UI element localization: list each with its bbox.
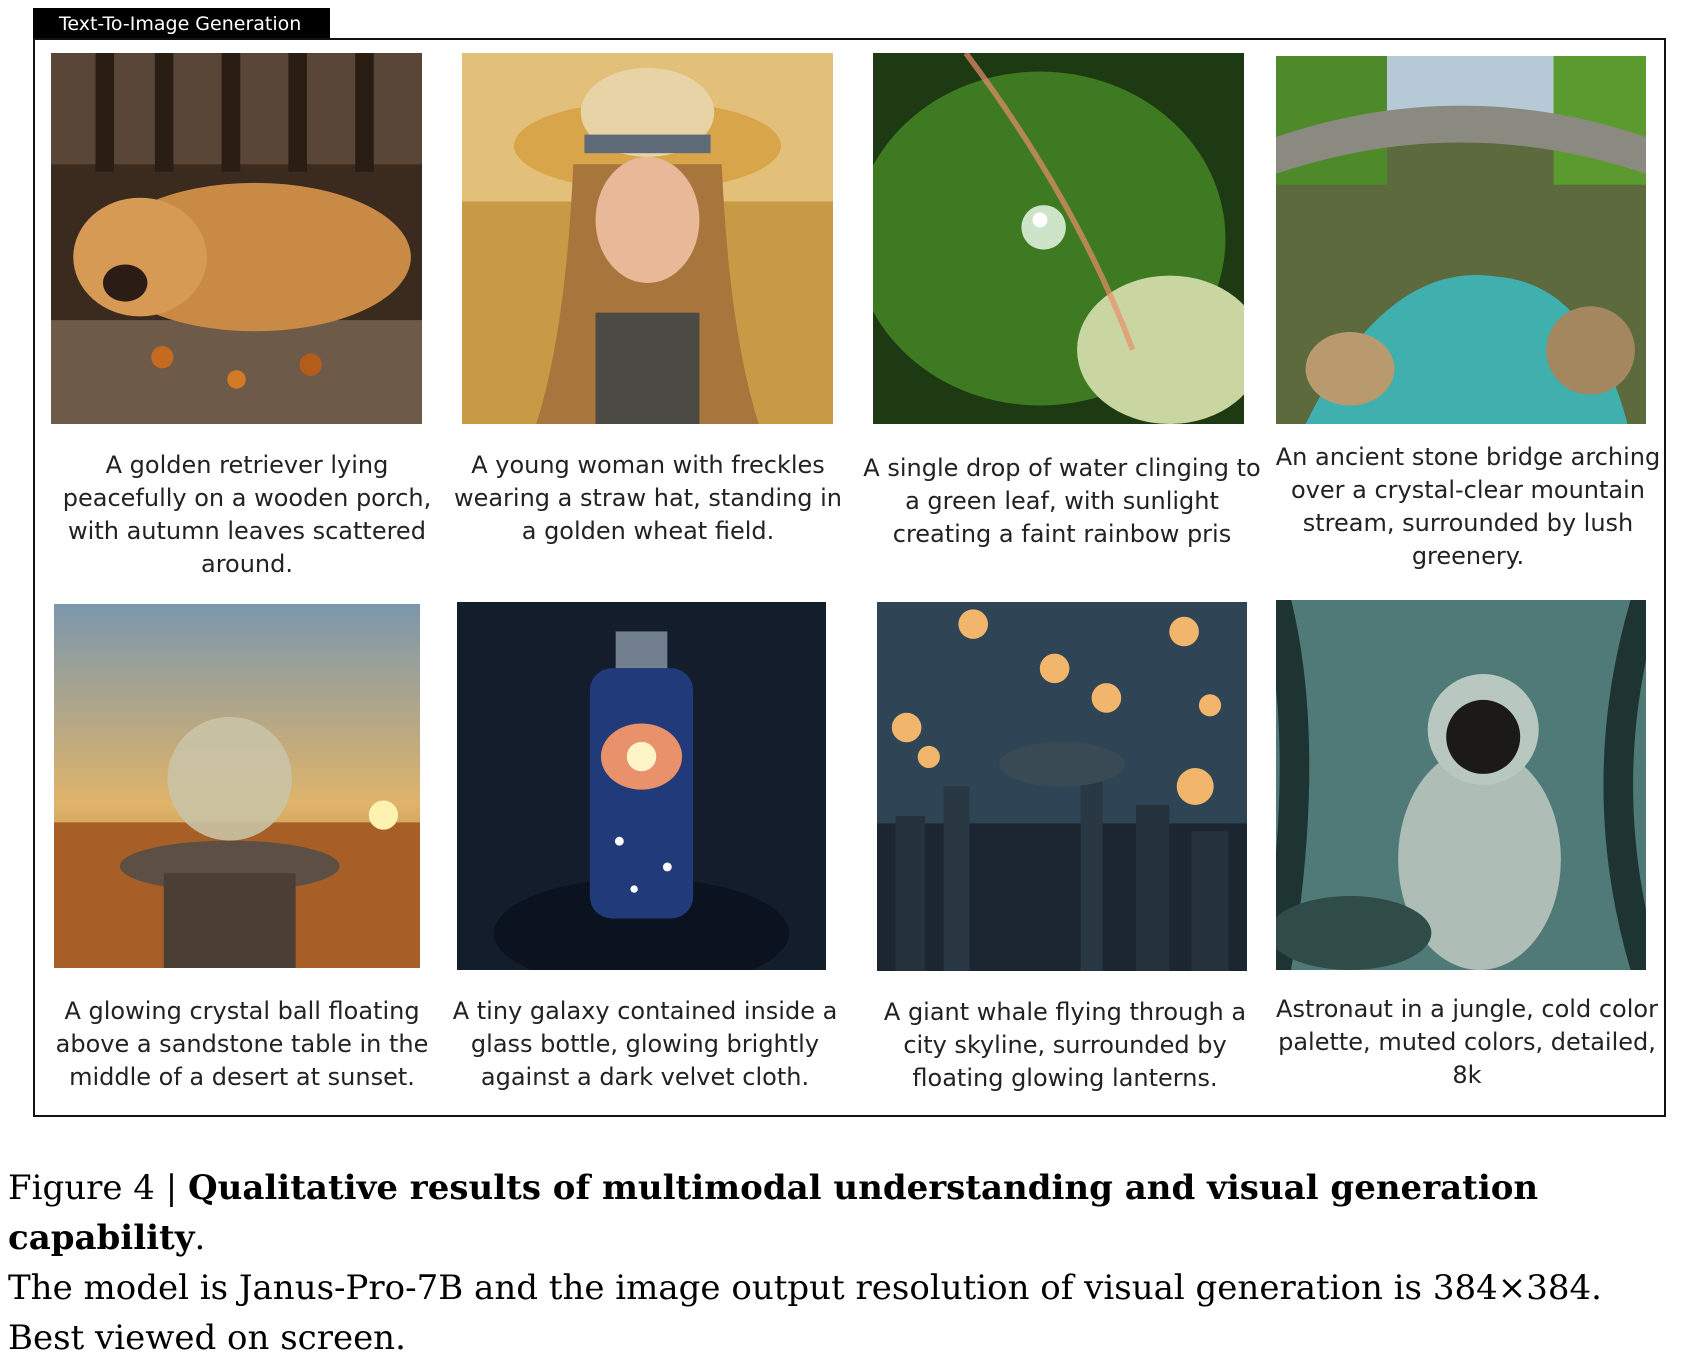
section-tab-label: Text-To-Image Generation <box>33 8 330 40</box>
figure-caption: Figure 4 | Qualitative results of multim… <box>8 1163 1688 1363</box>
image-caption: An ancient stone bridge arching over a c… <box>1275 443 1661 570</box>
galaxy-bottle-image <box>457 602 826 970</box>
water-drop-leaf-image <box>873 53 1244 424</box>
figure-caption-line-2: The model is Janus-Pro-7B and the image … <box>8 1268 1602 1308</box>
crystal-ball-desert-image <box>54 604 420 968</box>
generation-panel-frame <box>33 38 1666 1117</box>
woman-straw-hat-image <box>462 53 833 424</box>
image-caption: A young woman with freckles wearing a st… <box>453 451 843 545</box>
stone-bridge-image <box>1276 56 1646 424</box>
image-caption: A glowing crystal ball floating above a … <box>55 997 429 1091</box>
figure-caption-line-3: Best viewed on screen. <box>8 1318 406 1358</box>
astronaut-jungle-image <box>1276 600 1646 970</box>
figure-title: Qualitative results of multimodal unders… <box>8 1168 1539 1258</box>
image-caption: Astronaut in a jungle, cold color palett… <box>1276 995 1658 1089</box>
whale-city-lanterns-image <box>877 602 1247 971</box>
figure-label: Figure 4 | <box>8 1168 189 1208</box>
golden-retriever-image <box>51 53 422 424</box>
image-caption: A giant whale flying through a city skyl… <box>883 998 1247 1092</box>
image-caption: A golden retriever lying peacefully on a… <box>62 451 432 578</box>
image-caption: A single drop of water clinging to a gre… <box>863 454 1261 548</box>
figure-title-period: . <box>194 1218 206 1258</box>
image-caption: A tiny galaxy contained inside a glass b… <box>452 997 838 1091</box>
